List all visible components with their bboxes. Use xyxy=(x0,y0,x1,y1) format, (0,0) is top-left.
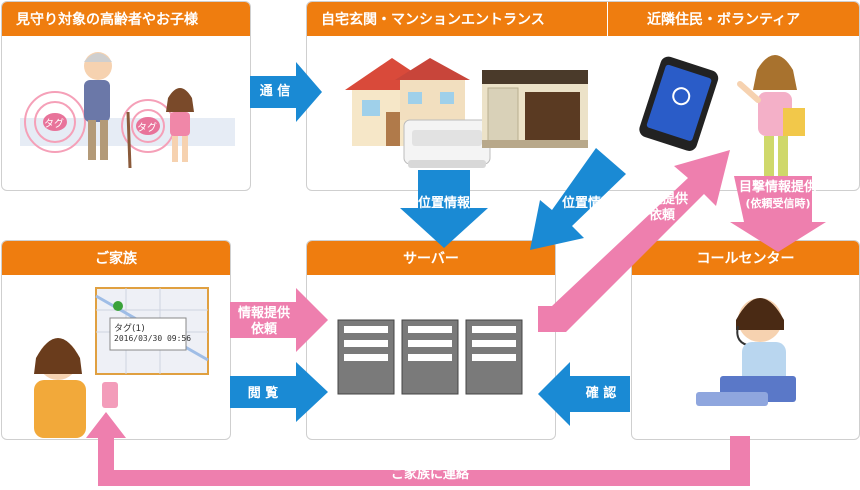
operator-illustration xyxy=(696,298,796,406)
label-browse: 閲 覧 xyxy=(247,386,279,401)
label-location-info-2: 位置情報 xyxy=(561,196,614,211)
header-home-neighbors: 自宅玄関・マンションエントランス 近隣住民・ボランティア xyxy=(307,2,859,36)
server-rack-1 xyxy=(337,319,395,395)
arrow-info-request-diagonal xyxy=(538,150,730,332)
neighbor-illustration xyxy=(639,55,805,184)
box-call-center: コールセンター xyxy=(631,240,860,440)
header-call-center: コールセンター xyxy=(632,241,859,275)
header-server: サーバー xyxy=(307,241,555,275)
header-neighbors-volunteers: 近隣住民・ボランティア xyxy=(647,12,801,28)
label-info-request-1: 情報提供 依頼 xyxy=(635,192,688,223)
arrow-contact-family xyxy=(86,412,750,486)
label-sighting-sub: (依頼受信時) xyxy=(745,197,811,210)
box-elderly-children: 見守り対象の高齢者やお子様 xyxy=(1,1,251,191)
family-illustration xyxy=(34,287,209,438)
tag-label-2: タグ xyxy=(137,123,157,134)
map-popup-line2: 2016/03/30 09:56 xyxy=(114,334,192,343)
tag-label-1: タグ xyxy=(44,119,64,130)
label-confirm: 確 認 xyxy=(585,386,617,401)
header-home-entrance: 自宅玄関・マンションエントランス xyxy=(321,12,545,28)
label-communication: 通 信 xyxy=(259,84,291,99)
arrow-communication xyxy=(250,62,322,122)
server-rack-3 xyxy=(465,319,523,395)
arrow-confirm xyxy=(538,362,630,426)
arrow-location-diagonal xyxy=(530,148,626,250)
server-racks xyxy=(337,319,523,395)
label-contact-family: ご家族に連絡 xyxy=(390,467,469,482)
elderly-child-illustration xyxy=(20,52,235,169)
header-elderly-children: 見守り対象の高齢者やお子様 xyxy=(2,2,250,36)
arrow-browse xyxy=(230,362,328,422)
label-info-request-2: 情報提供 依頼 xyxy=(237,306,290,337)
header-family: ご家族 xyxy=(2,241,230,275)
server-rack-2 xyxy=(401,319,459,395)
map-popup-line1: タグ(1) xyxy=(114,324,145,334)
arrow-sighting-down xyxy=(730,176,826,252)
label-location-info-1: 位置情報 xyxy=(417,196,470,211)
label-sighting-info: 目撃情報提供 xyxy=(738,180,817,195)
arrow-info-request-family xyxy=(230,288,328,352)
arrow-location-down xyxy=(400,170,488,248)
home-entrance-illustration xyxy=(345,58,588,168)
header-divider xyxy=(607,2,608,36)
